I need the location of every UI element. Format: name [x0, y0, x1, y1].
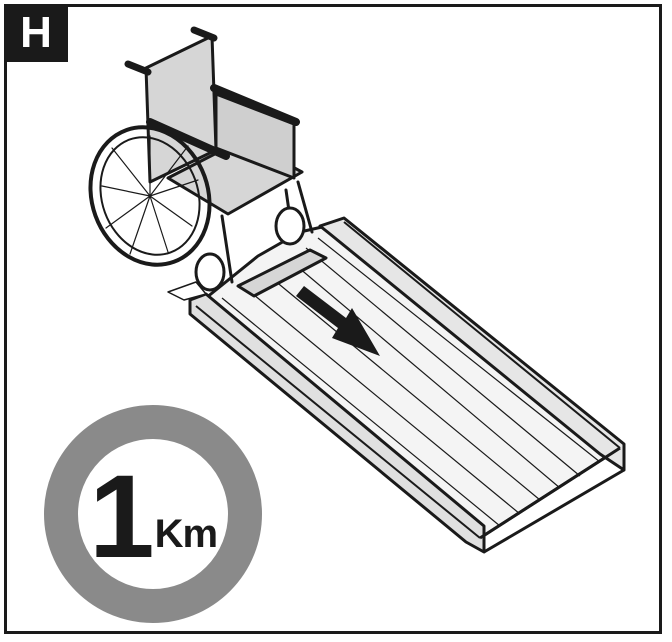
ramp-icon [167, 216, 626, 554]
distance-value: 1 [88, 451, 155, 583]
wheelchair-icon [88, 26, 328, 298]
step-badge: H [4, 4, 68, 62]
step-label: H [20, 8, 52, 57]
direction-arrow-icon [296, 286, 380, 356]
distance-badge: 1 Km [44, 405, 262, 623]
distance-unit: Km [154, 512, 218, 556]
